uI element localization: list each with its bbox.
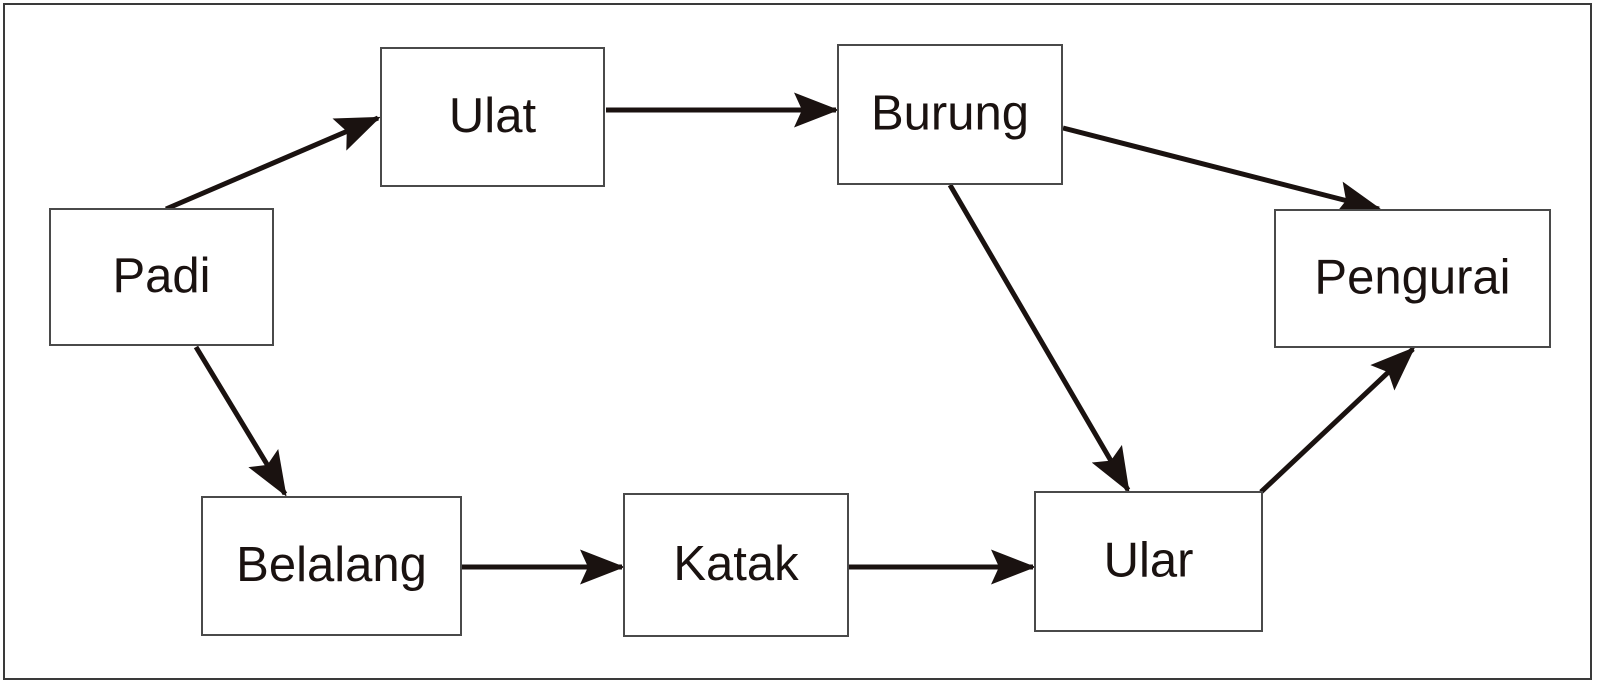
arrow-ular-to-pengurai (1259, 346, 1416, 494)
node-burung[interactable]: Burung (837, 44, 1063, 185)
arrow-burung-to-pengurai (1062, 125, 1382, 216)
node-label-katak: Katak (673, 537, 799, 591)
node-katak[interactable]: Katak (623, 493, 849, 637)
node-belalang[interactable]: Belalang (201, 496, 462, 636)
arrow-burung-to-ular (947, 183, 1131, 493)
node-box-katak (623, 493, 849, 637)
node-padi[interactable]: Padi (49, 208, 274, 346)
arrow-padi-to-belalang (193, 345, 288, 497)
node-label-belalang: Belalang (236, 538, 427, 592)
node-box-ular (1034, 491, 1263, 632)
node-box-burung (837, 44, 1063, 185)
node-ulat[interactable]: Ulat (380, 47, 605, 187)
node-box-ulat (380, 47, 605, 187)
node-label-ular: Ular (1104, 533, 1194, 587)
node-label-padi: Padi (112, 249, 210, 303)
node-label-burung: Burung (871, 86, 1029, 140)
node-label-ulat: Ulat (449, 89, 537, 143)
node-box-pengurai (1274, 209, 1551, 348)
arrow-padi-to-ulat (165, 115, 381, 212)
node-box-padi (49, 208, 274, 346)
node-ular[interactable]: Ular (1034, 491, 1263, 632)
node-label-pengurai: Pengurai (1314, 250, 1510, 304)
node-box-belalang (201, 496, 462, 636)
node-pengurai[interactable]: Pengurai (1274, 209, 1551, 348)
edges-layer (165, 92, 1416, 585)
